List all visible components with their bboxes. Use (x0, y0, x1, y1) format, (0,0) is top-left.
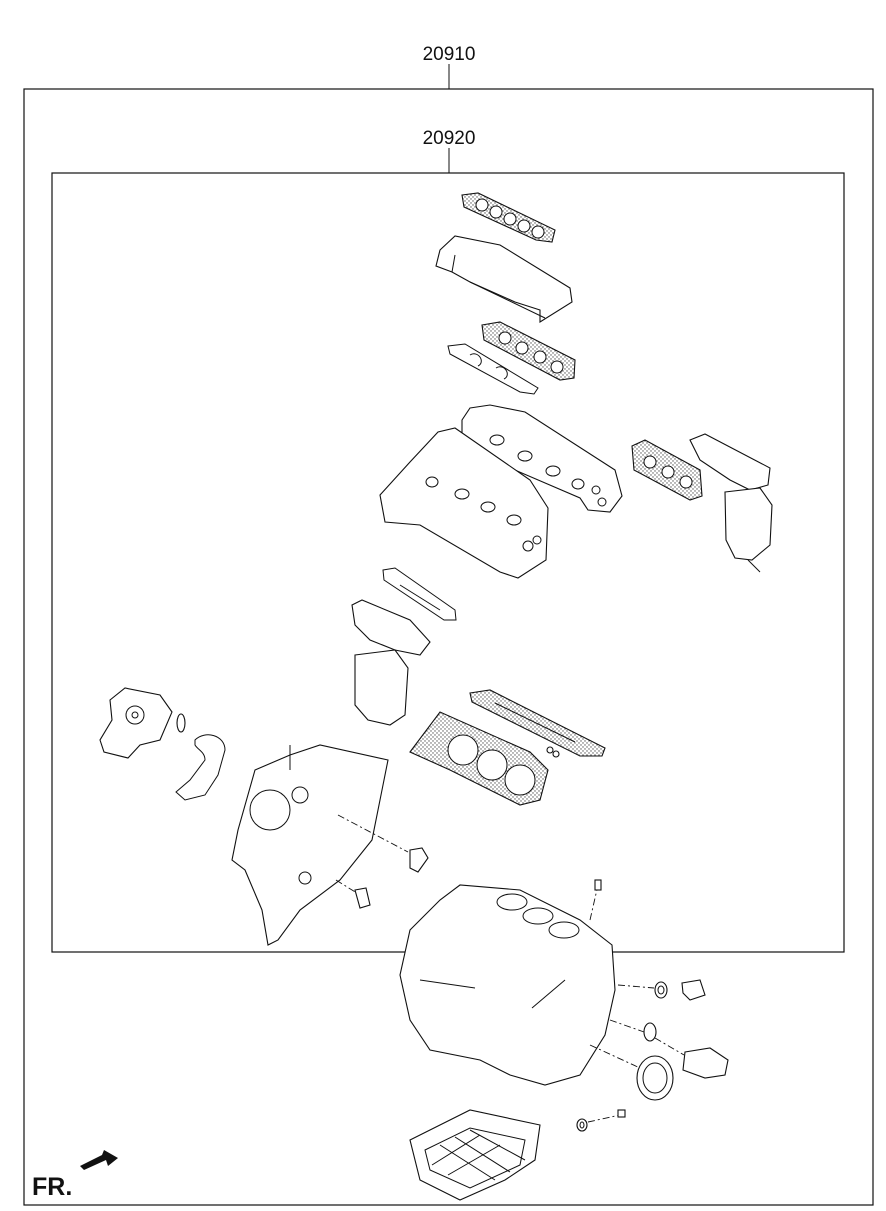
cylinder-block (399, 884, 616, 1086)
valve-stem-seals (546, 746, 560, 758)
crank-seal-front (617, 981, 668, 999)
crank-seal-rear (589, 1044, 674, 1101)
water-pump-gasket (175, 734, 226, 801)
inner-part-number[interactable]: 20920 (423, 128, 476, 149)
front-indicator: FR. (32, 1150, 118, 1201)
cylinder-head-gasket-main (409, 711, 549, 806)
cylinder-head-gasket-thin-front (382, 567, 457, 621)
outer-part-number[interactable]: 20910 (423, 44, 476, 65)
water-pump-o-ring (176, 713, 186, 733)
drain-plug (576, 1109, 626, 1132)
exhaust-manifold-rear (689, 433, 773, 573)
cylinder-head-front (379, 427, 549, 579)
intake-manifold-gasket-middle (481, 321, 576, 381)
water-pump (99, 687, 173, 759)
inner-kit-frame (51, 172, 845, 953)
exhaust-manifold-gasket-rear (631, 439, 703, 501)
timing-cover-seal (354, 847, 429, 909)
plenum-cover (435, 235, 573, 323)
outer-kit-callout: 20910 (23, 44, 874, 1206)
intake-manifold-gasket-top (461, 192, 556, 243)
intake-gasket-thin (447, 343, 539, 395)
exhaust-manifold-front (351, 599, 431, 726)
cylinder-head-gasket-secondary (469, 689, 606, 757)
oil-pan (409, 1109, 541, 1201)
block-dowel (594, 879, 602, 891)
front-arrow-icon (80, 1150, 118, 1170)
timing-chain-cover (231, 744, 409, 946)
rear-seal-gaskets (609, 1019, 729, 1079)
front-label: FR. (32, 1173, 72, 1201)
oil-filter-plug (681, 979, 706, 1001)
